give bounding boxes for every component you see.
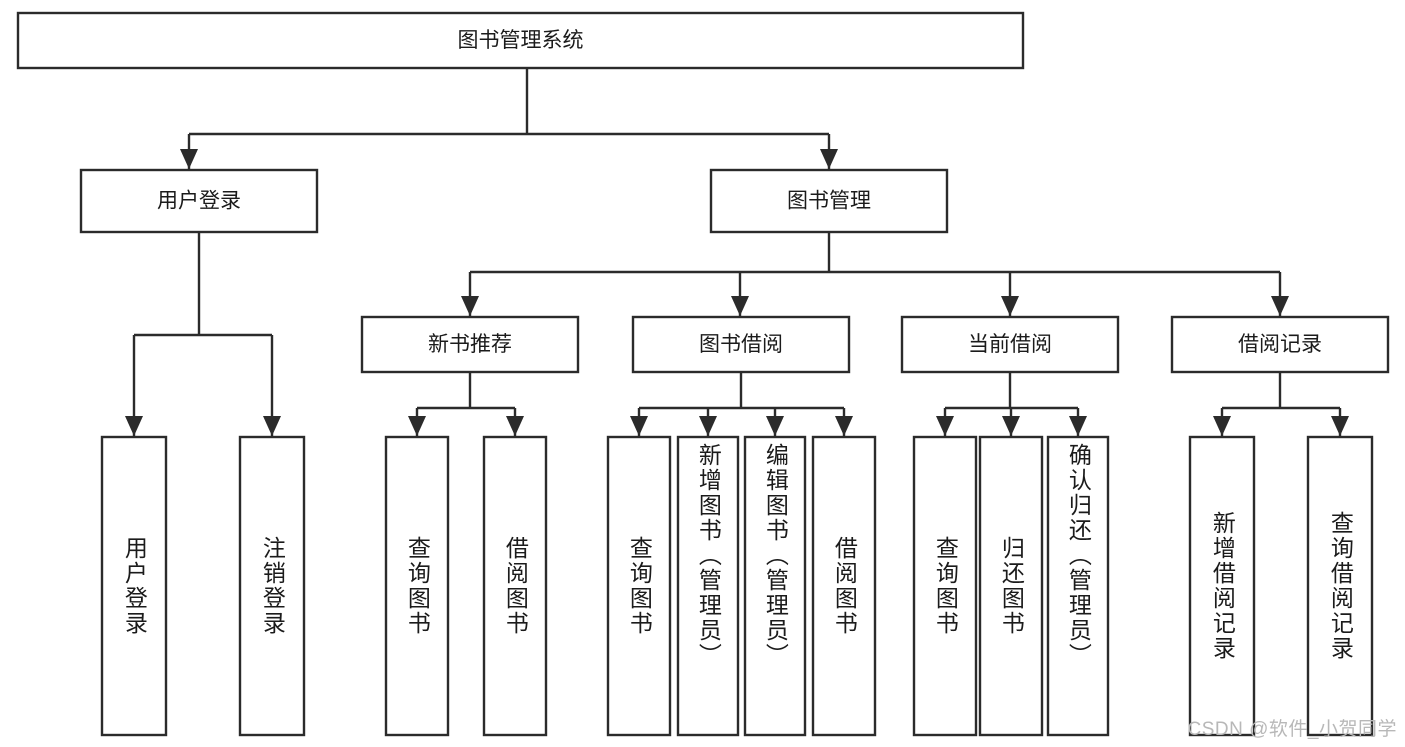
arrow-head-icon-to-leaf-borrow-book-1 bbox=[506, 416, 524, 436]
leaf-box-leaf-confirm-return[interactable] bbox=[1046, 435, 1110, 737]
leaf-box-leaf-query-book-2[interactable] bbox=[606, 435, 672, 737]
arrow-head-icon-to-leaf-query-book-2 bbox=[630, 416, 648, 436]
leaf-box-leaf-edit-book[interactable] bbox=[743, 435, 807, 737]
connector-layer bbox=[125, 68, 1349, 436]
arrow-head-icon-to-leaf-query-book-3 bbox=[936, 416, 954, 436]
leaf-box-leaf-return-book[interactable] bbox=[978, 435, 1044, 737]
arrow-head-icon-to-leaf-query-record bbox=[1331, 416, 1349, 436]
node-box-user-login[interactable] bbox=[79, 168, 319, 234]
arrow-head-icon-to-leaf-borrow-book-2 bbox=[835, 416, 853, 436]
leaf-box-leaf-logout[interactable] bbox=[238, 435, 306, 737]
node-label-new-book-rec: 新书推荐 bbox=[428, 333, 512, 356]
leaf-box-leaf-add-book[interactable] bbox=[676, 435, 740, 737]
arrow-head-icon-to-book-manage bbox=[820, 149, 838, 169]
arrow-head-icon-to-leaf-add-book bbox=[699, 416, 717, 436]
watermark-text: CSDN @软件_小贺同学 bbox=[1187, 719, 1397, 740]
node-label-book-borrow: 图书借阅 bbox=[699, 333, 783, 356]
arrow-head-icon-to-leaf-return-book bbox=[1002, 416, 1020, 436]
node-box-root[interactable] bbox=[16, 11, 1025, 70]
node-box-book-borrow[interactable] bbox=[631, 315, 851, 374]
arrow-head-icon-to-leaf-user-login bbox=[125, 416, 143, 436]
arrow-head-icon-to-leaf-query-book-1 bbox=[408, 416, 426, 436]
arrow-head-icon-to-current-borrow bbox=[1001, 296, 1019, 316]
node-box-current-borrow[interactable] bbox=[900, 315, 1120, 374]
leaf-box-leaf-borrow-book-1[interactable] bbox=[482, 435, 548, 737]
leaf-box-leaf-user-login[interactable] bbox=[100, 435, 168, 737]
arrow-head-icon-to-borrow-record bbox=[1271, 296, 1289, 316]
node-label-user-login: 用户登录 bbox=[157, 190, 241, 213]
node-box-new-book-rec[interactable] bbox=[360, 315, 580, 374]
node-box-borrow-record[interactable] bbox=[1170, 315, 1390, 374]
node-label-borrow-record: 借阅记录 bbox=[1238, 333, 1322, 356]
arrow-head-icon-to-user-login bbox=[180, 149, 198, 169]
node-label-current-borrow: 当前借阅 bbox=[968, 333, 1052, 356]
arrow-head-icon-to-book-borrow bbox=[731, 296, 749, 316]
arrow-head-icon-to-leaf-add-record bbox=[1213, 416, 1231, 436]
leaf-box-leaf-borrow-book-2[interactable] bbox=[811, 435, 877, 737]
leaf-box-leaf-query-record[interactable] bbox=[1306, 435, 1374, 737]
arrow-head-icon-to-leaf-edit-book bbox=[766, 416, 784, 436]
arrow-head-icon-to-new-book-rec bbox=[461, 296, 479, 316]
leaf-box-leaf-query-book-1[interactable] bbox=[384, 435, 450, 737]
leaf-box-leaf-query-book-3[interactable] bbox=[912, 435, 978, 737]
node-label-root: 图书管理系统 bbox=[458, 29, 584, 52]
leaf-box-leaf-add-record[interactable] bbox=[1188, 435, 1256, 737]
node-box-layer bbox=[16, 11, 1390, 737]
node-label-book-manage: 图书管理 bbox=[787, 190, 871, 213]
node-box-book-manage[interactable] bbox=[709, 168, 949, 234]
arrow-head-icon-to-leaf-confirm-return bbox=[1069, 416, 1087, 436]
arrow-head-icon-to-leaf-logout bbox=[263, 416, 281, 436]
